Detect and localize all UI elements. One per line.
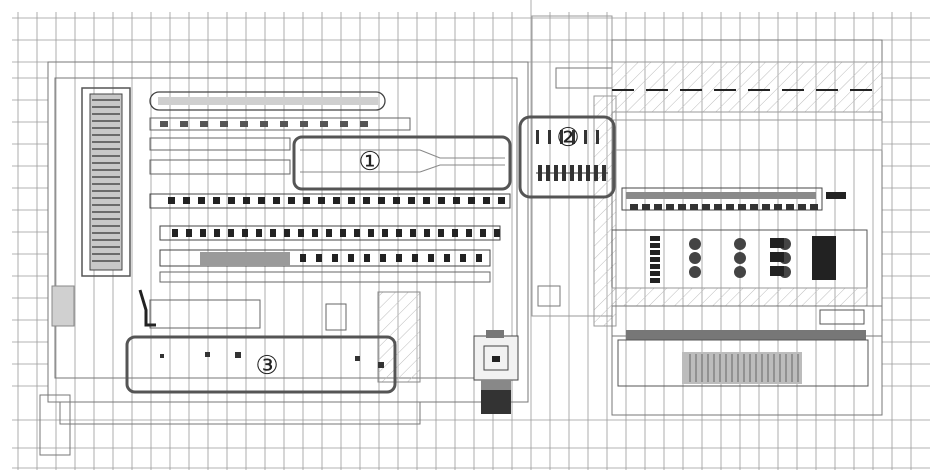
callout-3: ③ (125, 335, 397, 394)
callout-label-2: ② (556, 123, 579, 153)
callout-label-1: ① (358, 147, 381, 177)
left-conveyor-column (81, 87, 131, 277)
callout-1: ① (292, 135, 512, 191)
middle-connector (531, 15, 617, 327)
production-lines (149, 91, 511, 283)
standalone-tower (473, 330, 519, 414)
lower-left-area (51, 285, 421, 383)
callout-2: ② (518, 115, 616, 199)
right-building (611, 39, 883, 416)
left-building (39, 61, 529, 456)
callout-label-3: ③ (255, 351, 278, 381)
